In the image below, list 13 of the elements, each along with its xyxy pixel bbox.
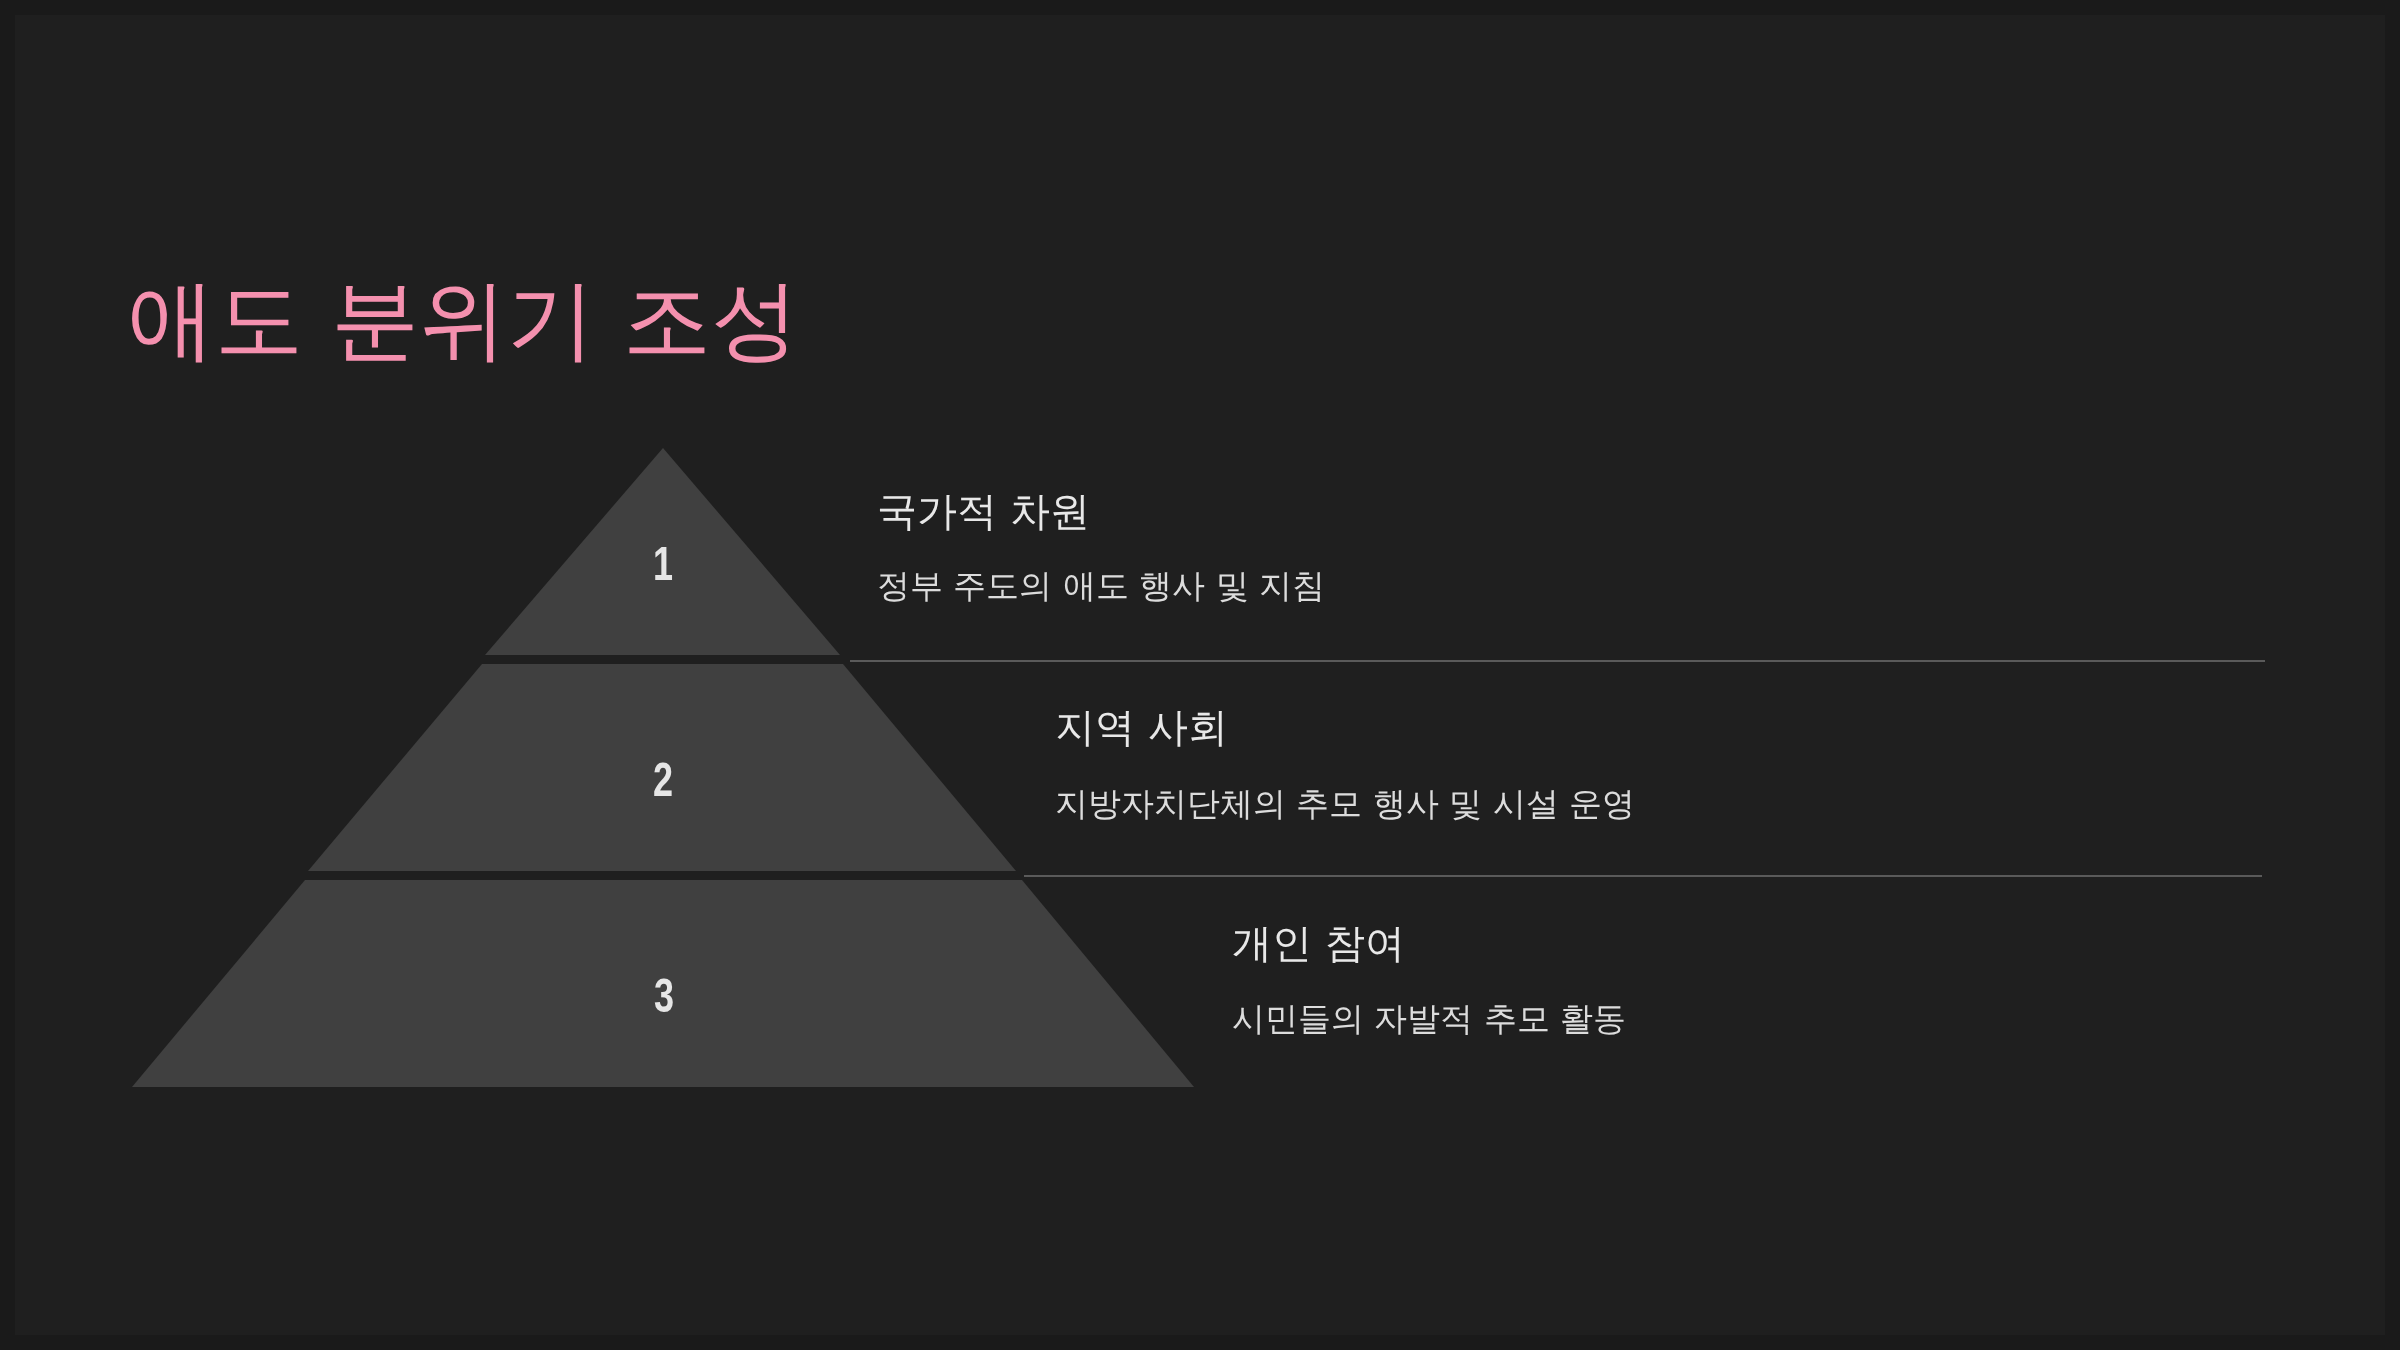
tier-description: 시민들의 자발적 추모 활동 bbox=[1232, 999, 1627, 1039]
title: 애도 분위기 조성 bbox=[127, 276, 799, 364]
tier-heading: 국가적 차원 bbox=[877, 487, 1090, 535]
tier-description: 지방자치단체의 추모 행사 및 시설 운영 bbox=[1055, 784, 1636, 824]
pyramid-tier bbox=[485, 448, 840, 655]
tier-description: 정부 주도의 애도 행사 및 지침 bbox=[877, 566, 1326, 606]
tier-heading: 개인 참여 bbox=[1232, 919, 1405, 967]
pyramid-tier bbox=[308, 664, 1016, 871]
tier-heading: 지역 사회 bbox=[1055, 703, 1228, 751]
pyramid-tier bbox=[132, 880, 1194, 1087]
tier-number: 2 bbox=[652, 755, 673, 804]
tier-number: 3 bbox=[653, 971, 674, 1020]
tier-number: 1 bbox=[653, 539, 673, 588]
